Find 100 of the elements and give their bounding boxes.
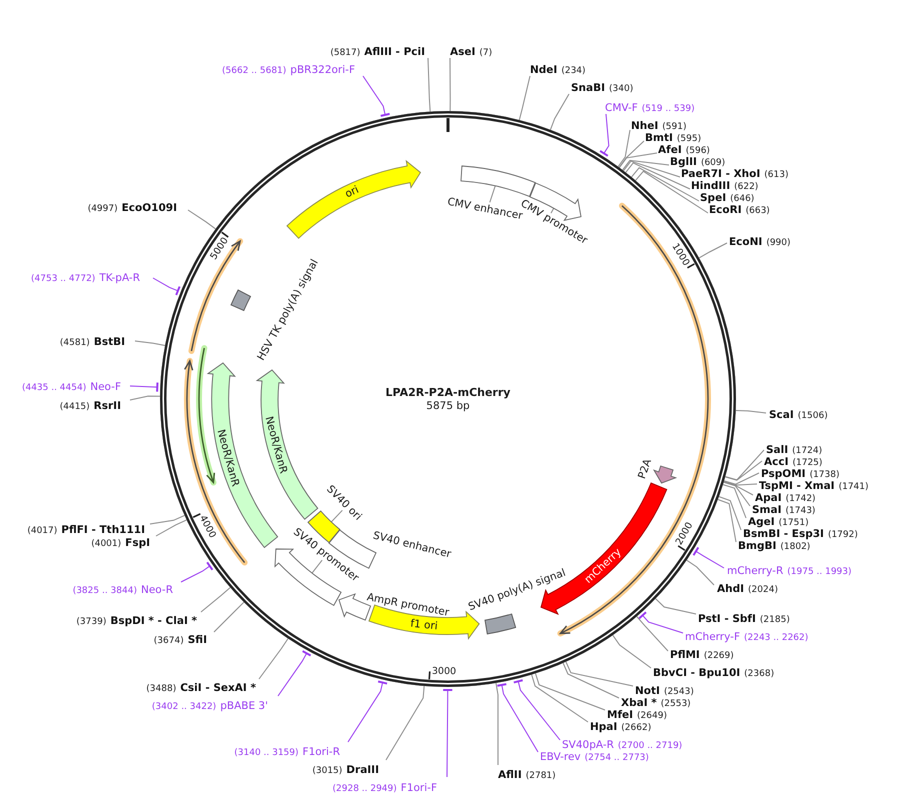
cut-site-position: (595): [676, 134, 702, 144]
enzyme-site-label: SnaBI: [571, 82, 606, 94]
plasmid-length: 5875 bp: [426, 400, 470, 412]
cut-site-position: (1792): [828, 530, 858, 540]
leader-line: [612, 634, 652, 668]
cut-site-position: (1506): [798, 411, 828, 421]
cut-site-position: (2781): [526, 771, 556, 781]
enzyme-site-label: SfiI: [188, 634, 207, 646]
enzyme-site-label: RsrII: [94, 400, 121, 412]
cut-site-position: (2553): [660, 699, 691, 709]
leader-line: [631, 167, 700, 202]
cut-site-position: (1738): [810, 470, 840, 480]
leader-line: [518, 76, 530, 120]
primer-position: (3825 .. 3844): [72, 586, 137, 596]
primer-position: (4435 .. 4454): [22, 383, 86, 393]
leader-line: [130, 382, 158, 392]
cut-site-position: (3015): [312, 766, 342, 776]
leader-line: [562, 662, 620, 698]
leader-line: [386, 686, 425, 760]
enzyme-site-label: HpaI: [590, 721, 618, 733]
cut-site-position: (1725): [792, 458, 822, 468]
leader-line: [618, 130, 630, 168]
leader-line: [534, 672, 606, 710]
enzyme-site-label: PspOMI: [761, 468, 806, 480]
enzyme-site-label: ScaI: [769, 409, 794, 421]
enzyme-site-label: BspDI * - ClaI *: [110, 615, 197, 627]
cut-site-position: (2185): [760, 615, 790, 625]
enzyme-site-label: CsiI - SexAI *: [180, 682, 256, 694]
leader-line: [565, 661, 634, 686]
primer-position: (2754 .. 2773): [584, 753, 649, 763]
scale-label: 4000: [196, 514, 217, 540]
leader-line: [348, 680, 388, 742]
primer-label: pBR322ori-F: [290, 64, 355, 76]
enzyme-site-label: EcoRI: [709, 204, 742, 216]
leader-line: [692, 546, 724, 568]
leader-line: [156, 519, 188, 536]
enzyme-site-label: BmgBI: [738, 540, 776, 552]
primer-label: EBV-rev: [540, 751, 581, 763]
cut-site-position: (340): [609, 84, 634, 94]
leader-line: [130, 396, 160, 400]
leader-line: [623, 160, 680, 178]
leader-line: [188, 210, 216, 230]
enzyme-site-label: SmaI: [752, 504, 782, 516]
leader-line: [330, 510, 343, 522]
enzyme-site-label: AseI: [450, 46, 476, 58]
enzyme-site-label: AgeI: [748, 516, 775, 528]
feature-label: SV40 enhancer: [371, 529, 452, 560]
primer-label: mCherry-R: [727, 565, 784, 577]
cut-site-position: (609): [700, 158, 726, 168]
cut-site-position: (2269): [704, 651, 734, 661]
leader-line: [724, 472, 760, 485]
leader-line: [214, 602, 244, 632]
enzyme-site-label: AflII: [498, 769, 522, 781]
leader-line: [362, 76, 390, 117]
cut-site-position: (4001): [91, 539, 122, 549]
enzyme-site-label: XbaI *: [621, 697, 657, 709]
leader-line: [134, 340, 166, 346]
leader-line: [531, 674, 588, 722]
enzyme-site-label: EcoNI: [729, 236, 762, 248]
leader-line: [723, 482, 750, 506]
leader-line: [450, 58, 451, 112]
primer-label: TK-pA-R: [99, 272, 140, 284]
cut-site-position: (1802): [780, 542, 810, 552]
leader-line: [724, 450, 764, 480]
leader-line: [278, 650, 312, 696]
enzyme-site-label: TspMI - XmaI: [759, 480, 835, 492]
primer-label: CMV-F: [605, 102, 638, 114]
leader-line: [717, 498, 736, 542]
primer-position: (3402 .. 3422): [152, 702, 216, 712]
cut-site-position: (3674): [154, 636, 184, 646]
cut-site-position: (2662): [621, 723, 652, 733]
cut-site-position: (3739): [76, 617, 106, 627]
cut-site-position: (663): [746, 206, 770, 216]
cut-site-position: (7): [479, 48, 492, 58]
cut-site-position: (4415): [60, 402, 90, 412]
leader-line: [723, 481, 754, 496]
cut-site-position: (613): [764, 170, 788, 180]
cut-site-position: (1742): [786, 494, 816, 504]
cut-site-position: (234): [561, 66, 586, 76]
cut-site-position: (2368): [744, 669, 774, 679]
leader-line: [152, 278, 181, 296]
scale-label: 3000: [432, 666, 456, 678]
enzyme-site-label: EcoO109I: [122, 202, 177, 214]
cut-site-position: (4581): [60, 338, 90, 348]
primer-label: SV40pA-R: [562, 739, 614, 751]
leader-line: [735, 410, 766, 414]
primer-position: (3140 .. 3159): [234, 748, 299, 758]
feature-label: f1 ori: [410, 617, 438, 632]
leader-line: [618, 140, 644, 168]
cut-site-position: (2649): [637, 711, 667, 721]
primer-position: (519 .. 539): [642, 104, 695, 114]
enzyme-site-label: PstI - SbfI: [698, 613, 756, 625]
enzyme-site-label: HindIII: [691, 180, 730, 192]
cut-site-position: (622): [734, 182, 758, 192]
leader-line: [718, 496, 742, 530]
enzyme-site-label: NheI: [631, 120, 658, 132]
leader-line: [636, 616, 668, 652]
leader-line: [150, 514, 186, 524]
primer-label: F1ori-R: [302, 746, 340, 758]
enzyme-site-label: BglII: [670, 156, 697, 168]
